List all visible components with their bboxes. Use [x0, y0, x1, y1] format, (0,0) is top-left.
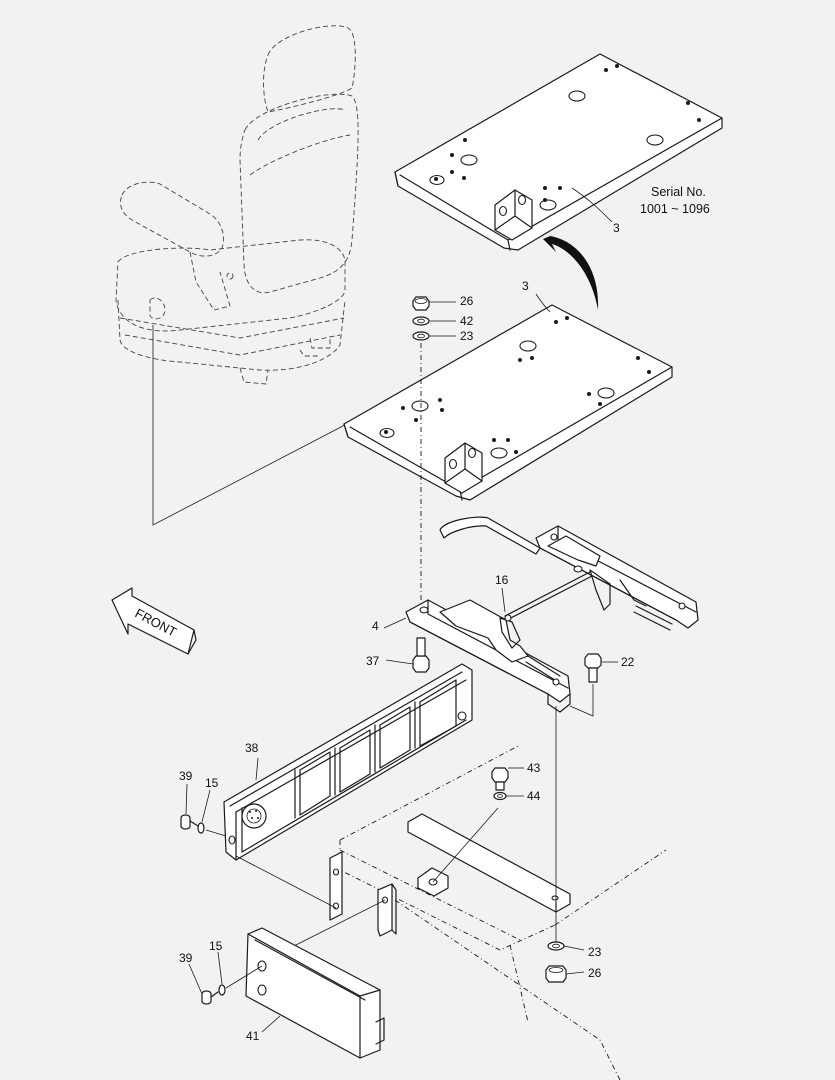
label-part-26-bottom: 26 [588, 966, 602, 980]
screw-39-upper [180, 814, 205, 834]
seat-slide-rail-assy [405, 516, 699, 713]
screw-39-lower [201, 984, 226, 1005]
leader-lines [185, 187, 618, 1033]
label-part-42: 42 [460, 314, 474, 328]
label-part-26-top: 26 [460, 294, 474, 308]
step-cover-41 [245, 927, 385, 1059]
serial-number-label: Serial No. [651, 185, 706, 199]
label-part-15-upper: 15 [205, 776, 219, 790]
label-part-4: 4 [372, 619, 379, 633]
label-part-41: 41 [246, 1029, 260, 1043]
label-part-23-top: 23 [460, 329, 474, 343]
label-part-3-lower: 3 [522, 279, 529, 293]
label-part-37: 37 [366, 654, 380, 668]
washer-nut-bottom [545, 941, 567, 983]
label-part-39-upper: 39 [179, 769, 193, 783]
label-part-22: 22 [621, 655, 635, 669]
mounting-bracket-pair [329, 851, 397, 937]
nut-washer-stack-top [412, 296, 430, 341]
label-part-15-lower: 15 [209, 939, 223, 953]
label-part-16: 16 [495, 573, 509, 587]
side-cover-38 [223, 663, 473, 861]
label-part-3-upper: 3 [613, 221, 620, 235]
front-direction-arrow: FRONT [111, 587, 197, 655]
label-part-44: 44 [527, 789, 541, 803]
bolt-43 [491, 767, 509, 801]
bolt-22 [584, 653, 602, 683]
label-part-23-bottom: 23 [588, 945, 602, 959]
label-part-39-lower: 39 [179, 951, 193, 965]
seat-plate-upper [394, 53, 723, 251]
bolt-37 [412, 637, 430, 673]
label-part-38: 38 [245, 741, 259, 755]
serial-change-arrow [543, 232, 599, 310]
floor-bracket [407, 813, 571, 913]
operator-seat-phantom [115, 25, 359, 385]
seat-plate-lower [343, 304, 673, 501]
serial-range-label: 1001 ~ 1096 [640, 202, 710, 216]
seat-mount-reference-line [152, 325, 436, 526]
label-part-43: 43 [527, 761, 541, 775]
